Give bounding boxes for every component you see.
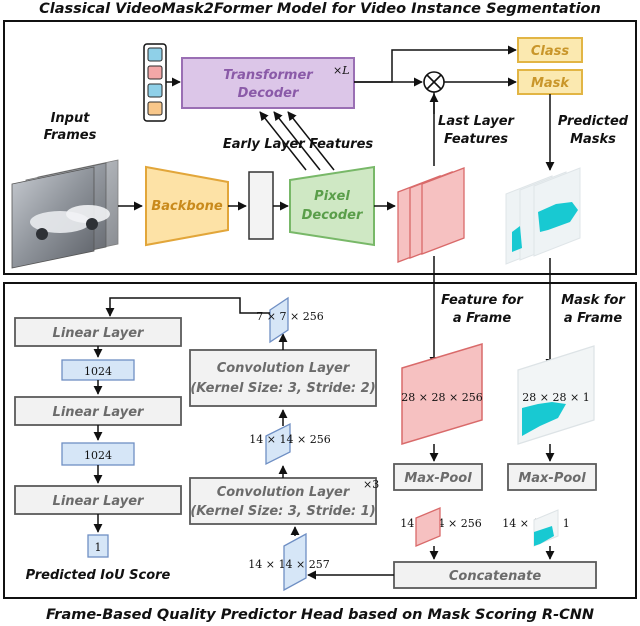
feat-7-parallelogram — [269, 296, 289, 344]
last-layer-label-2: Features — [444, 132, 508, 147]
conv1-label-1: Convolution Layer — [217, 361, 351, 376]
early-feature-arrows — [259, 111, 335, 171]
predicted-masks-label-2: Masks — [570, 132, 616, 147]
linear2-label: Linear Layer — [53, 405, 145, 420]
predicted-masks-stack — [505, 167, 581, 265]
maxpool-box-1 — [393, 463, 483, 491]
pooled-feature-parallelogram — [415, 507, 441, 547]
pooled-mask-blob — [534, 526, 554, 546]
pixel-decoder-box — [289, 165, 375, 247]
times-L-label: ×L — [333, 64, 350, 77]
class-label: Class — [531, 44, 570, 59]
conv2-label-1: Convolution Layer — [217, 485, 351, 500]
bottom-section-frame — [3, 282, 637, 599]
mask-box — [517, 69, 583, 95]
dim-28-1-label: 28 × 28 × 1 — [522, 391, 589, 404]
maxpool-label-2: Max-Pool — [518, 471, 586, 486]
input-frames-image — [11, 159, 119, 269]
linear-layer-2-box — [14, 396, 182, 426]
feature-frame-label-1: Feature for — [441, 293, 524, 308]
linear1-label: Linear Layer — [53, 326, 145, 341]
mask-frame-label-1: Mask for — [561, 293, 626, 308]
last-layer-features-stack — [397, 167, 465, 263]
predicted-masks-label-1: Predicted — [558, 114, 629, 129]
dim-7-label: 7 × 7 × 256 — [256, 310, 323, 323]
score-label: Predicted IoU Score — [26, 568, 171, 583]
conv1-label-2: (Kernel Size: 3, Stride: 2) — [190, 381, 375, 396]
dim-pool-256-label: 14 × 14 × 256 — [400, 517, 481, 530]
input-frames-label-2: Frames — [44, 128, 97, 143]
score-value: 1 — [95, 541, 102, 554]
input-frames-label-1: Input — [51, 111, 91, 126]
dim-28-256-label: 28 × 28 × 256 — [401, 391, 482, 404]
linear-layer-1-box — [14, 317, 182, 347]
times-3-label: ×3 — [363, 478, 379, 491]
backbone-features-box — [248, 171, 274, 240]
conv-layer-2-box — [189, 477, 377, 525]
conv2-label-2: (Kernel Size: 3, Stride: 1) — [190, 504, 375, 519]
class-box — [517, 37, 583, 63]
top-title: Classical VideoMask2Former Model for Vid… — [39, 1, 601, 17]
concatenate-label: Concatenate — [449, 569, 541, 584]
transformer-label-2: Decoder — [238, 86, 300, 101]
multiply-operator — [423, 71, 445, 93]
dim-14-256-label: 14 × 14 × 256 — [249, 433, 330, 446]
feat-14-parallelogram — [265, 422, 291, 466]
dim-1024-label-a: 1024 — [84, 365, 112, 378]
arrow-7-to-linear1 — [105, 297, 270, 317]
bottom-title: Frame-Based Quality Predictor Head based… — [46, 607, 594, 623]
feature-28-parallelogram — [401, 342, 483, 446]
pixel-label-2: Decoder — [302, 208, 364, 223]
backbone-box — [145, 165, 229, 247]
mask-frame-label-2: a Frame — [564, 311, 622, 326]
query-stack — [143, 43, 167, 122]
pixel-label-1: Pixel — [314, 189, 350, 204]
feat-257-parallelogram — [283, 532, 307, 592]
mask-label: Mask — [531, 76, 570, 91]
mask-28-blob — [522, 402, 566, 436]
transformer-label-1: Transformer — [223, 68, 314, 83]
linear3-label: Linear Layer — [53, 494, 145, 509]
maxpool-label-1: Max-Pool — [404, 471, 472, 486]
top-section-frame — [3, 20, 637, 275]
feature-frame-label-2: a Frame — [453, 311, 511, 326]
score-box — [87, 534, 109, 558]
transformer-decoder-box — [181, 57, 355, 109]
dim-14-257-label: 14 × 14 × 257 — [248, 558, 329, 571]
conv-layer-1-box — [189, 349, 377, 407]
concatenate-box — [393, 561, 597, 589]
dim-1024-label-b: 1024 — [84, 449, 112, 462]
last-layer-label-1: Last Layer — [438, 114, 515, 129]
early-features-label: Early Layer Features — [223, 137, 374, 152]
maxpool-box-2 — [507, 463, 597, 491]
backbone-label: Backbone — [151, 199, 223, 214]
